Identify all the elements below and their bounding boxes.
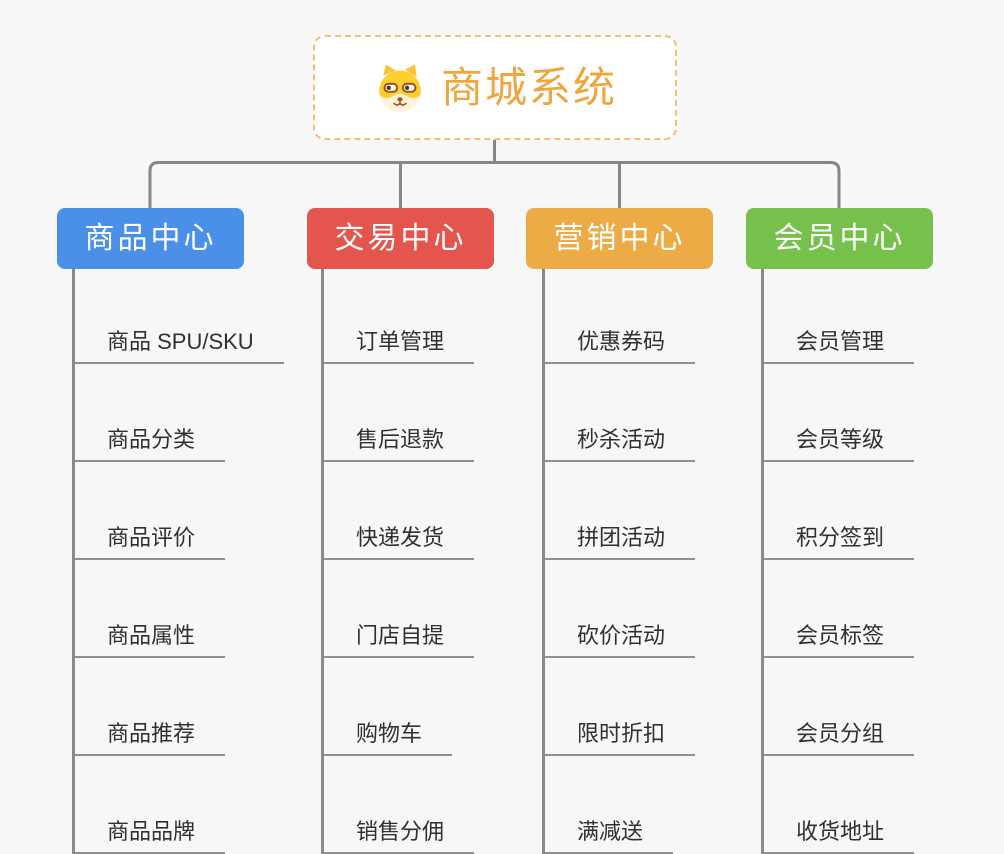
- branch-children-product-center: 商品 SPU/SKU 商品分类 商品评价 商品属性 商品推荐 商品品牌: [72, 269, 284, 854]
- child-node[interactable]: 快递发货: [324, 462, 475, 560]
- child-node[interactable]: 门店自提: [324, 560, 475, 658]
- child-node[interactable]: 商品分类: [75, 364, 226, 462]
- root-node[interactable]: 商城系统: [313, 35, 677, 140]
- branch-node-marketing-center[interactable]: 营销中心: [526, 208, 713, 269]
- child-label: 满减送: [577, 818, 644, 844]
- child-node[interactable]: 会员等级: [764, 364, 915, 462]
- child-label: 商品评价: [107, 524, 196, 550]
- child-node[interactable]: 售后退款: [324, 364, 475, 462]
- child-label: 门店自提: [356, 622, 445, 648]
- branch-label: 商品中心: [84, 221, 217, 255]
- branch-children-trade-center: 订单管理 售后退款 快递发货 门店自提 购物车 销售分佣: [321, 269, 475, 854]
- child-label: 收货地址: [796, 818, 885, 844]
- child-node[interactable]: 会员标签: [764, 560, 915, 658]
- child-label: 销售分佣: [356, 818, 445, 844]
- child-label: 拼团活动: [577, 524, 666, 550]
- child-label: 商品推荐: [107, 720, 196, 746]
- child-node[interactable]: 订单管理: [324, 269, 475, 364]
- child-label: 优惠券码: [577, 328, 666, 354]
- child-node[interactable]: 满减送: [545, 756, 674, 854]
- branch-children-member-center: 会员管理 会员等级 积分签到 会员标签 会员分组 收货地址: [761, 269, 915, 854]
- child-node[interactable]: 销售分佣: [324, 756, 475, 854]
- branch-label: 交易中心: [334, 221, 467, 255]
- child-node[interactable]: 积分签到: [764, 462, 915, 560]
- child-node[interactable]: 商品品牌: [75, 756, 226, 854]
- child-node[interactable]: 商品评价: [75, 462, 226, 560]
- child-label: 购物车: [356, 720, 423, 746]
- branch-label: 会员中心: [773, 221, 906, 255]
- root-title: 商城系统: [440, 63, 617, 111]
- child-node[interactable]: 拼团活动: [545, 462, 696, 560]
- child-label: 商品分类: [107, 426, 196, 452]
- child-label: 会员管理: [796, 328, 885, 354]
- child-node[interactable]: 商品推荐: [75, 658, 226, 756]
- child-label: 砍价活动: [577, 622, 666, 648]
- child-node[interactable]: 购物车: [324, 658, 453, 756]
- child-label: 商品品牌: [107, 818, 196, 844]
- child-label: 会员等级: [796, 426, 885, 452]
- branch-node-product-center[interactable]: 商品中心: [57, 208, 244, 269]
- child-node[interactable]: 商品 SPU/SKU: [75, 269, 284, 364]
- child-node[interactable]: 收货地址: [764, 756, 915, 854]
- branch-label: 营销中心: [553, 221, 686, 255]
- child-label: 秒杀活动: [577, 426, 666, 452]
- child-node[interactable]: 秒杀活动: [545, 364, 696, 462]
- child-label: 会员分组: [796, 720, 885, 746]
- child-node[interactable]: 会员分组: [764, 658, 915, 756]
- child-label: 商品 SPU/SKU: [107, 328, 254, 354]
- child-label: 限时折扣: [577, 720, 666, 746]
- child-label: 会员标签: [796, 622, 885, 648]
- child-node[interactable]: 限时折扣: [545, 658, 696, 756]
- branch-node-member-center[interactable]: 会员中心: [746, 208, 933, 269]
- branch-node-trade-center[interactable]: 交易中心: [307, 208, 494, 269]
- child-node[interactable]: 会员管理: [764, 269, 915, 364]
- branch-children-marketing-center: 优惠券码 秒杀活动 拼团活动 砍价活动 限时折扣 满减送: [542, 269, 696, 854]
- child-label: 订单管理: [356, 328, 445, 354]
- dog-icon: [379, 64, 421, 112]
- child-node[interactable]: 优惠券码: [545, 269, 696, 364]
- child-label: 快递发货: [356, 524, 445, 550]
- child-node[interactable]: 商品属性: [75, 560, 226, 658]
- child-label: 积分签到: [796, 524, 885, 550]
- child-node[interactable]: 砍价活动: [545, 560, 696, 658]
- child-label: 售后退款: [356, 426, 445, 452]
- child-label: 商品属性: [107, 622, 196, 648]
